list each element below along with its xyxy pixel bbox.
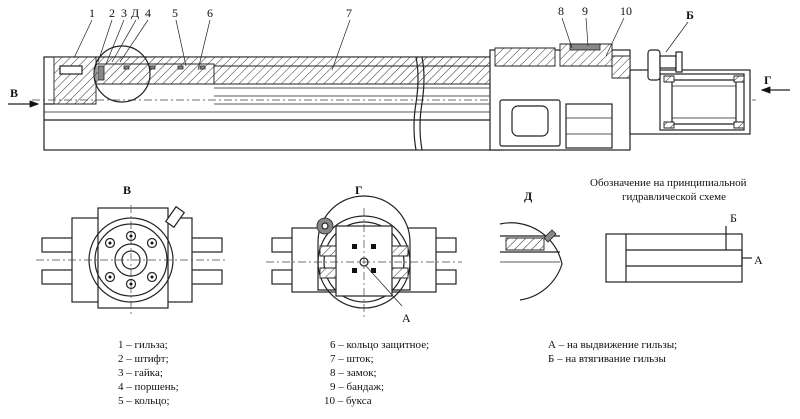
end-view-g: Г А	[266, 183, 462, 325]
callout-3: 3	[121, 6, 127, 20]
legend-item: 2 – штифт;	[118, 353, 169, 365]
schema-port-b: Б	[730, 211, 737, 225]
hydraulic-symbol: Обозначение на принципиальной гидравличе…	[590, 177, 763, 283]
legend-item: 1 – гильза;	[118, 339, 168, 351]
legend-item: 5 – кольцо;	[118, 395, 170, 407]
port-fitting-b	[647, 49, 661, 81]
end-view-v: В	[36, 183, 228, 315]
legend-item: 4 – поршень;	[118, 381, 179, 393]
callout-7: 7	[346, 6, 352, 20]
callout-2: 2	[109, 6, 115, 20]
view-d-title: Д	[524, 189, 533, 203]
view-arrow-left-label: В	[10, 86, 18, 100]
callout-5: 5	[172, 6, 178, 20]
legend-item: А – на выдвижение гильзы;	[548, 339, 677, 351]
main-section-view: 1 2 3 Д 4 5 6 7 8 9 10 Б В Г	[8, 4, 790, 151]
detail-view-d: Д	[499, 189, 563, 301]
legend-item: 6 – кольцо защитное;	[330, 339, 429, 351]
callout-d: Д	[131, 6, 139, 20]
view-g-title: Г	[355, 183, 363, 197]
legend-item: Б – на втягивание гильзы	[548, 353, 666, 365]
pin-hole	[59, 65, 83, 75]
schema-port-a: А	[754, 253, 763, 267]
view-arrow-right-label: Г	[764, 73, 772, 87]
callout-b: Б	[686, 8, 694, 22]
callout-4: 4	[145, 6, 151, 20]
legend: 1 – гильза; 2 – штифт; 3 – гайка; 4 – по…	[118, 339, 677, 407]
piston-rod-section	[213, 65, 501, 85]
legend-item: 7 – шток;	[330, 353, 374, 365]
callout-6: 6	[207, 6, 213, 20]
schema-title-line2: гидравлической схеме	[622, 191, 726, 203]
view-v-title: В	[123, 183, 131, 197]
legend-item: 3 – гайка;	[118, 367, 163, 379]
legend-item: 9 – бандаж;	[330, 381, 384, 393]
callout-10: 10	[620, 4, 632, 18]
legend-item: 10 – букса	[324, 395, 372, 407]
callout-9: 9	[582, 4, 588, 18]
callout-8: 8	[558, 4, 564, 18]
schema-title-line1: Обозначение на принципиальной	[590, 177, 747, 189]
view-g-port-a: А	[402, 311, 411, 325]
callout-1: 1	[89, 6, 95, 20]
lock-ring	[494, 47, 556, 67]
end-cap-left	[53, 56, 97, 105]
legend-item: 8 – замок;	[330, 367, 377, 379]
detail-circle-d	[93, 45, 151, 103]
